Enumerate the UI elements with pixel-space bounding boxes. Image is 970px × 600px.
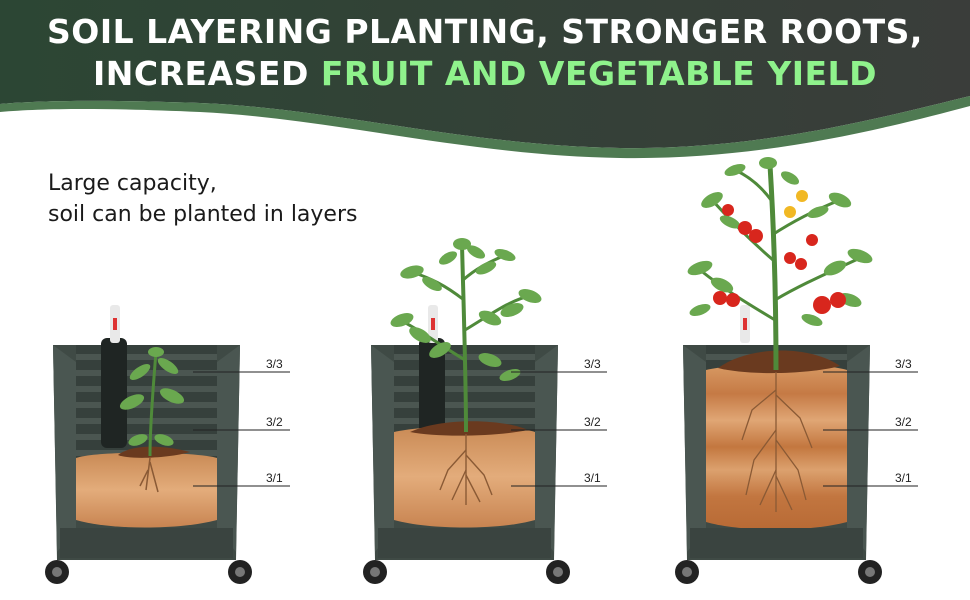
planter-3: 3/3 3/2 3/1 xyxy=(675,157,918,584)
caption-line-2: soil can be planted in layers xyxy=(48,202,358,227)
planter-2-label-middle: 3/2 xyxy=(584,415,601,429)
watering-tube xyxy=(101,338,127,448)
planter-3-label-bottom: 3/1 xyxy=(895,471,912,485)
planter-3-label-middle: 3/2 xyxy=(895,415,912,429)
page-title-line-1: SOIL LAYERING PLANTING, STRONGER ROOTS, xyxy=(47,12,923,51)
flower-group xyxy=(784,190,808,218)
planter-2-label-top: 3/3 xyxy=(584,357,601,371)
title-highlight: FRUIT AND VEGETABLE YIELD xyxy=(320,54,877,93)
title-prefix: INCREASED xyxy=(93,54,321,93)
page-title-line-2: INCREASED FRUIT AND VEGETABLE YIELD xyxy=(0,54,970,93)
tomato-fruit-group xyxy=(713,204,846,314)
planter-1-label-bottom: 3/1 xyxy=(266,471,283,485)
planter-1-label-top: 3/3 xyxy=(266,357,283,371)
planter-1: 3/3 3/2 3/1 xyxy=(45,305,290,584)
soil-layer xyxy=(394,426,535,528)
planter-1-label-middle: 3/2 xyxy=(266,415,283,429)
watering-tube xyxy=(419,338,445,434)
soil-layer xyxy=(76,452,217,528)
header-banner xyxy=(0,0,970,159)
caption-line-1: Large capacity, xyxy=(48,171,217,196)
capacity-caption: Large capacity, soil can be planted in l… xyxy=(48,168,357,230)
planter-2-label-bottom: 3/1 xyxy=(584,471,601,485)
planter-3-label-top: 3/3 xyxy=(895,357,912,371)
planter-2: 3/3 3/2 3/1 xyxy=(363,238,607,584)
